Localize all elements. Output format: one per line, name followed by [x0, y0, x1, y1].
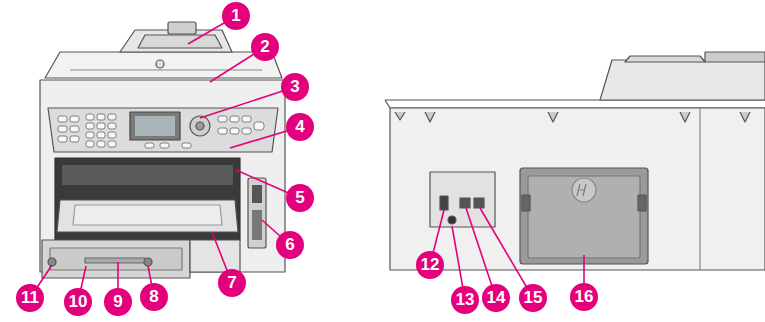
callout-number: 6	[276, 231, 304, 259]
callout-number: 14	[482, 284, 510, 312]
leader-lines	[30, 16, 584, 302]
paper-opening	[55, 158, 240, 240]
callout-number: 3	[281, 73, 309, 101]
callout-number: 12	[416, 251, 444, 279]
callout-number: 2	[251, 33, 279, 61]
callout-number: 9	[104, 288, 132, 316]
callout-number: 5	[286, 184, 314, 212]
memory-card-slots	[248, 178, 266, 248]
callout-number: 13	[451, 286, 479, 314]
control-panel	[48, 108, 278, 152]
rear-door	[520, 168, 648, 264]
callout-number: 16	[570, 283, 598, 311]
input-tray	[42, 240, 190, 278]
callout-number: 8	[140, 283, 168, 311]
callout-number: 4	[286, 113, 314, 141]
adf-rear	[600, 60, 765, 100]
callout-number: 11	[16, 284, 44, 312]
callout-number: 10	[64, 288, 92, 316]
callout-number: 15	[519, 284, 547, 312]
output-tray	[57, 200, 238, 232]
callout-number: 1	[222, 2, 250, 30]
adf-paper	[138, 35, 222, 48]
display-screen	[130, 112, 180, 140]
adf-extender	[168, 22, 196, 34]
port-panel	[430, 172, 495, 227]
scanner-lid	[45, 52, 282, 78]
printer-rear-body	[390, 108, 765, 270]
callout-number: 7	[218, 269, 246, 297]
